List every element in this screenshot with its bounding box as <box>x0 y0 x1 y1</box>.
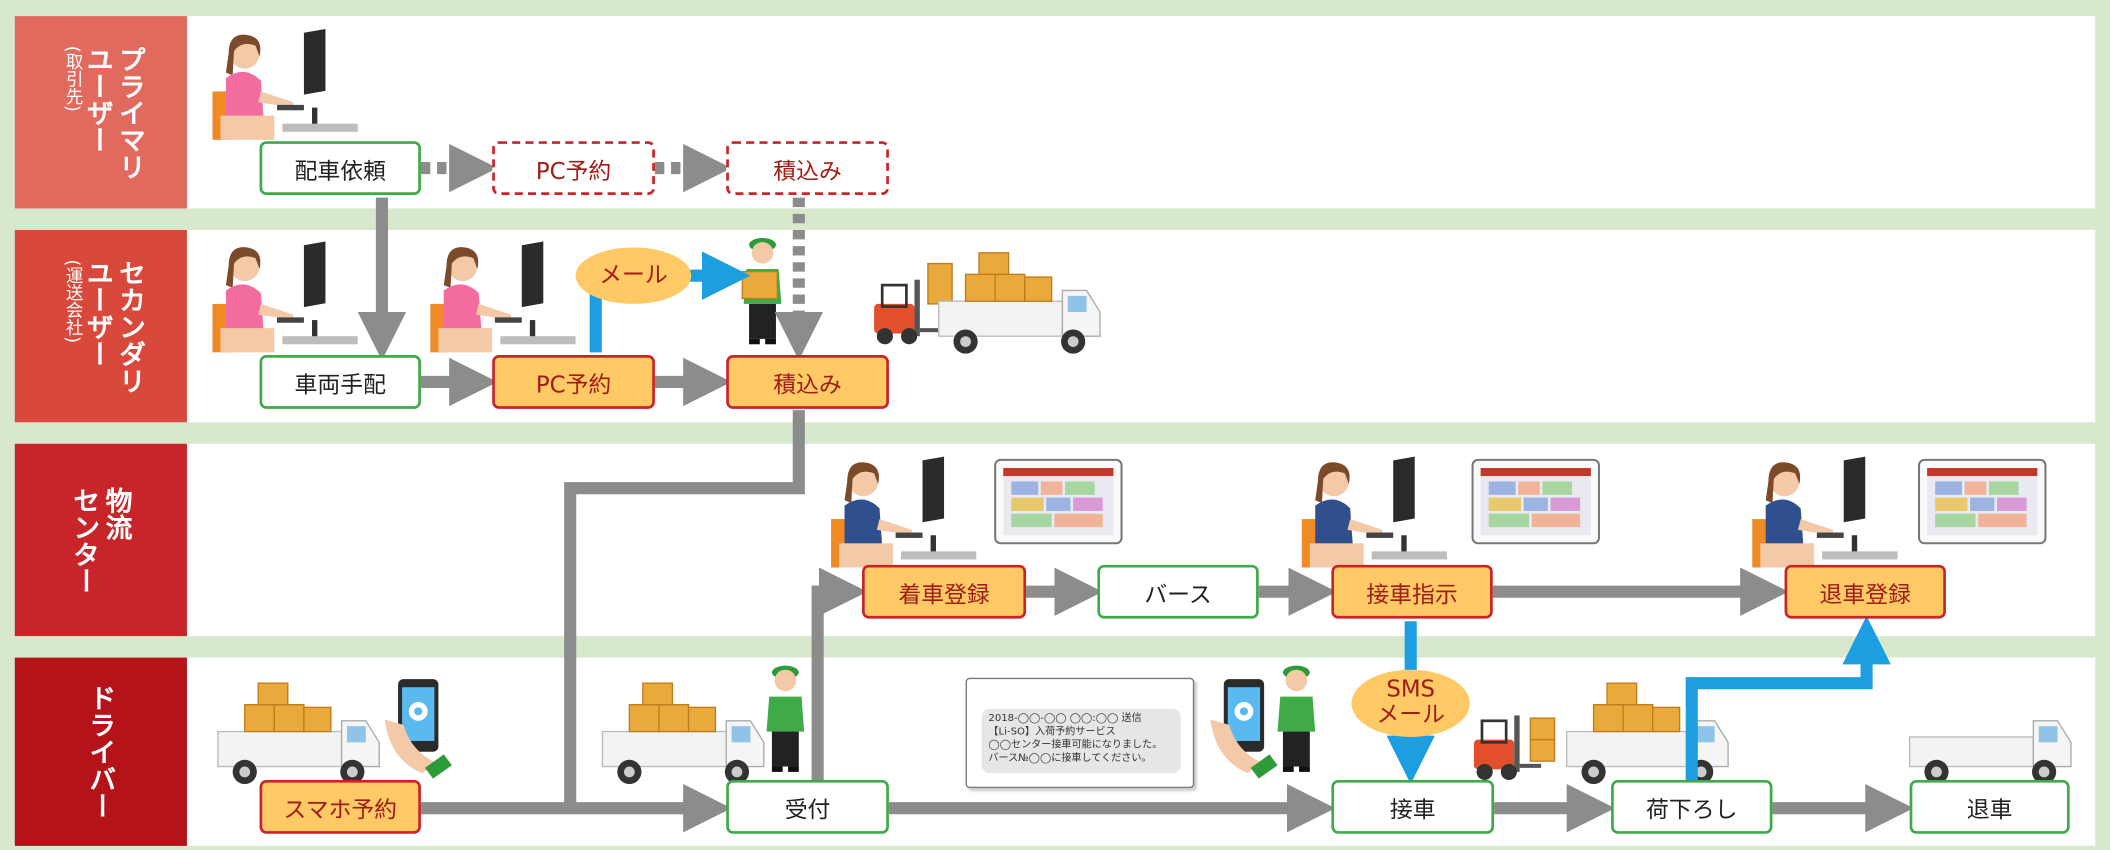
box-setsusha-shiji: 接車指示 <box>1331 564 1493 619</box>
lane-label-logistics-center: 物流 センター <box>14 443 187 637</box>
box-tsumikomi-primary: 積込み <box>726 141 889 195</box>
box-setsusha: 接車 <box>1331 779 1495 834</box>
oval-sms-label: SMS <box>1386 676 1436 704</box>
box-tsumikomi: 積込み <box>726 355 889 409</box>
box-nioroshi: 荷下ろし <box>1611 779 1773 834</box>
lane-title: プライマリ ユーザー <box>82 45 147 180</box>
lane-subtitle: (運送会社) <box>61 258 83 343</box>
arrow <box>564 410 805 809</box>
oval-mail: メール <box>575 247 692 304</box>
box-pc-yoyaku: PC予約 <box>492 355 655 409</box>
lane-title: 物流 センター <box>68 486 134 594</box>
oval-mail-label: メール <box>1376 701 1445 729</box>
box-sumaho-yoyaku: スマホ予約 <box>259 779 421 834</box>
box-bus: バース <box>1097 564 1259 619</box>
oval-mail-label: メール <box>599 261 668 289</box>
sms-line: バース№◯◯に接車してください。 <box>988 751 1152 764</box>
arrow <box>811 567 868 780</box>
lane-label-secondary-user: セカンダリ ユーザー (運送会社) <box>14 229 187 423</box>
lane-title: ドライバー <box>84 684 117 819</box>
box-chakusha-toroku: 着車登録 <box>862 564 1027 619</box>
box-taisha: 退車 <box>1909 779 2070 834</box>
box-uketsuke: 受付 <box>726 779 889 834</box>
arrow-blue <box>1685 615 1891 780</box>
oval-sms-mail: SMS メール <box>1351 669 1470 737</box>
sms-message-bubble: 2018-◯◯-◯◯ ◯◯:◯◯ 送信 【Li-SO】入荷予約サービス ◯◯セン… <box>965 677 1195 789</box>
sms-line: 【Li-SO】入荷予約サービス <box>988 724 1116 737</box>
box-haisha-irai: 配車依頼 <box>259 141 421 195</box>
box-sharyo-tehai: 車両手配 <box>259 355 421 409</box>
lane-label-primary-user: プライマリ ユーザー (取引先) <box>14 16 187 209</box>
box-taisha-toroku: 退車登録 <box>1784 564 1946 619</box>
box-pc-yoyaku-primary: PC予約 <box>492 141 655 195</box>
lane-subtitle: (取引先) <box>61 45 83 112</box>
sms-message-body: 2018-◯◯-◯◯ ◯◯:◯◯ 送信 【Li-SO】入荷予約サービス ◯◯セン… <box>981 708 1181 774</box>
sms-line: ◯◯センター接車可能になりました。 <box>988 738 1163 751</box>
lane-title: セカンダリ ユーザー <box>82 258 147 394</box>
sms-line: 2018-◯◯-◯◯ ◯◯:◯◯ 送信 <box>988 711 1142 724</box>
lane-label-driver: ドライバー <box>14 657 187 846</box>
